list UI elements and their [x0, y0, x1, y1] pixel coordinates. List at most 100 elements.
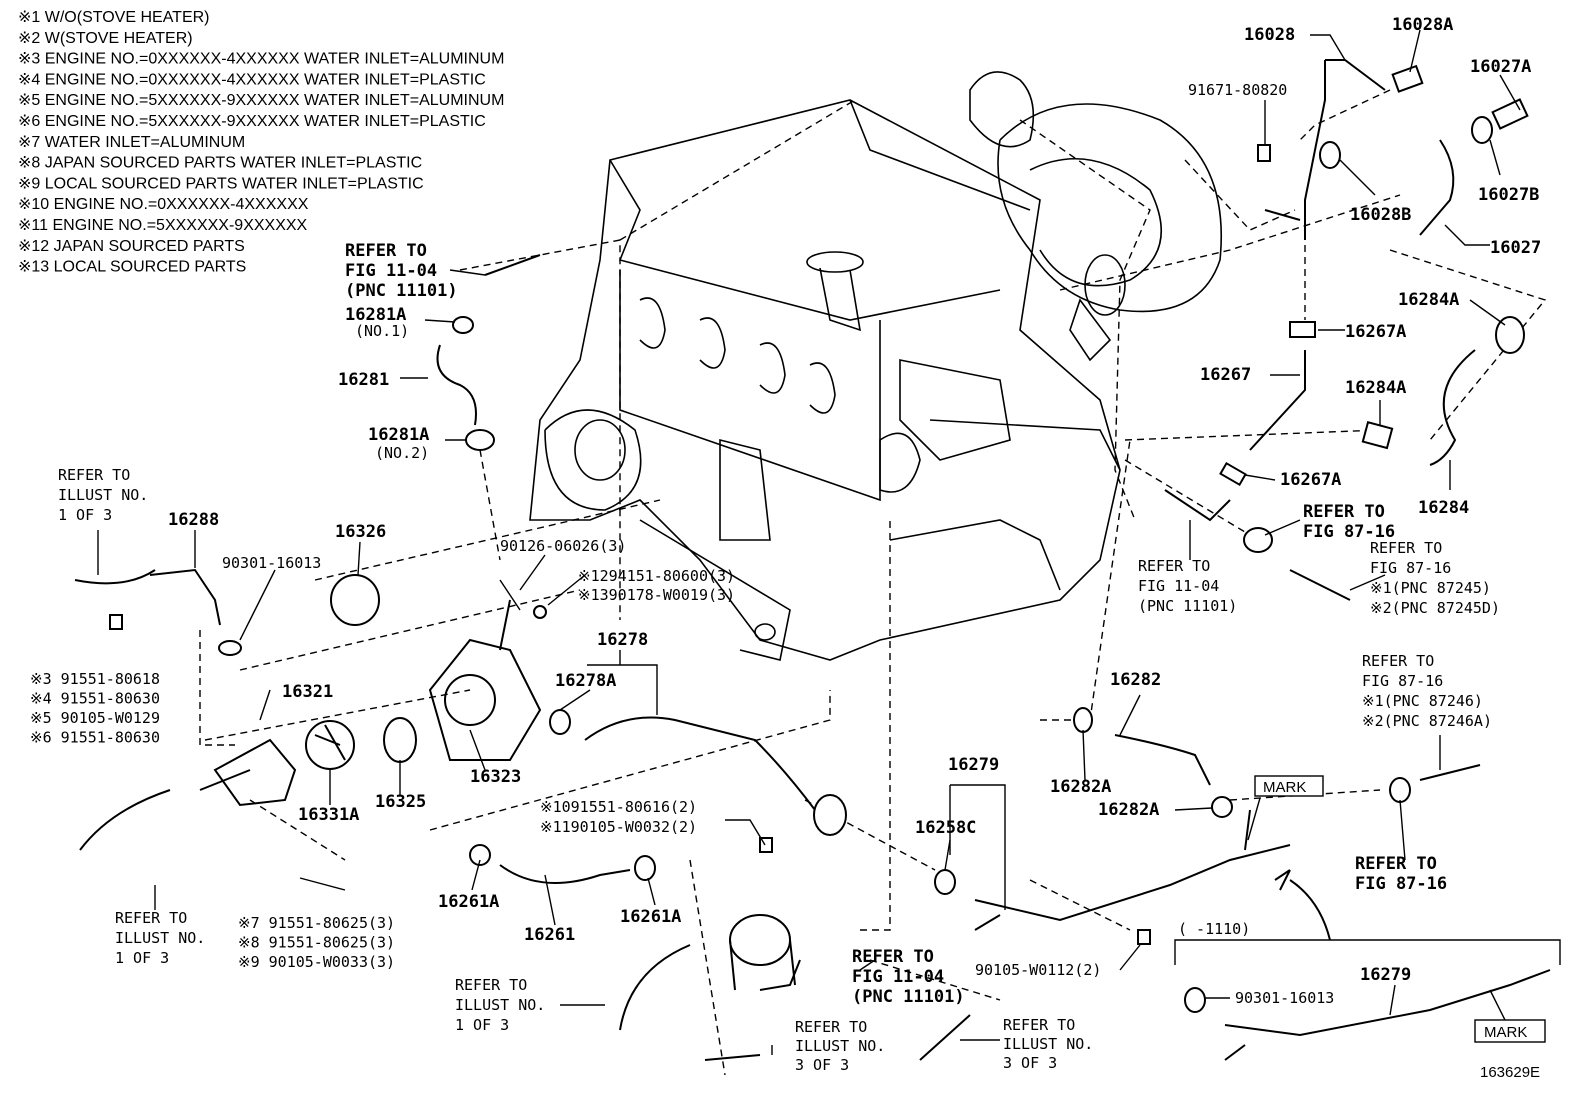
refer-callout-line: REFER TO	[455, 976, 527, 994]
note-line: ※4 ENGINE NO.=0XXXXXX-4XXXXXX WATER INLE…	[18, 71, 486, 88]
parts	[74, 59, 1561, 1061]
note-line: ※6 ENGINE NO.=5XXXXXX-9XXXXXX WATER INLE…	[18, 113, 486, 130]
note-line: ※10 ENGINE NO.=0XXXXXX-4XXXXXX	[18, 196, 309, 213]
label-91551-80616: ※1091551-80616(2)	[540, 798, 697, 816]
label-16027B: 16027B	[1478, 185, 1539, 205]
label-16279-inset: 16279	[1360, 965, 1411, 985]
refer-callout-line: FIG 11-04	[852, 967, 944, 987]
label-16281A-no2-sub: (NO.2)	[375, 444, 429, 462]
refer-callout-line: FIG 11-04	[1138, 577, 1219, 595]
refer-callout-line: ILLUST NO.	[795, 1037, 885, 1055]
note-line: ※8 JAPAN SOURCED PARTS WATER INLET=PLAST…	[18, 155, 422, 172]
label-16027: 16027	[1490, 238, 1541, 258]
leader-lines	[97, 29, 1521, 1055]
label-90301-16013-top: 90301-16013	[222, 554, 321, 572]
label-16281A-no1-sub: (NO.1)	[355, 322, 409, 340]
label-16284A-mid: 16284A	[1345, 378, 1406, 398]
refer-callout-line: REFER TO	[58, 466, 130, 484]
label-16326: 16326	[335, 522, 386, 542]
mark-box-1: MARK	[1254, 775, 1324, 797]
bolt-list-left-item: ※4 91551-80630	[30, 690, 160, 708]
note-line: ※7 WATER INLET=ALUMINUM	[18, 134, 245, 151]
label-94151-80600: ※1294151-80600(3)	[578, 567, 735, 585]
note-line: ※1 W/O(STOVE HEATER)	[18, 9, 210, 26]
refer-callout-line: REFER TO	[1003, 1016, 1075, 1034]
label-16331A: 16331A	[298, 805, 359, 825]
refer-callout-line: ※1(PNC 87246)	[1362, 692, 1483, 710]
label-16261: 16261	[524, 925, 575, 945]
label-16321: 16321	[282, 682, 333, 702]
label-16325: 16325	[375, 792, 426, 812]
refer-callout-line: FIG 87-16	[1355, 874, 1447, 894]
label-90301-16013-inset: 90301-16013	[1235, 989, 1334, 1007]
refer-callout-line: FIG 87-16	[1370, 559, 1451, 577]
refer-callout-line: REFER TO	[1355, 854, 1437, 874]
refer-callout-line: 1 OF 3	[58, 506, 112, 524]
label-16028: 16028	[1244, 25, 1295, 45]
refer-callout-line: 3 OF 3	[1003, 1054, 1057, 1072]
refer-callout-line: REFER TO	[1362, 652, 1434, 670]
label-90126-06026: 90126-06026(3)	[500, 537, 626, 555]
label-90105-W0112: 90105-W0112(2)	[975, 961, 1101, 979]
refer-callout-line: 3 OF 3	[795, 1056, 849, 1074]
refer-callout: REFER TO FIG 87-16 ※1(PNC 87246) ※2(PNC 872…	[1362, 652, 1492, 730]
mark-label-1: MARK	[1263, 779, 1306, 796]
label-16027A: 16027A	[1470, 57, 1531, 77]
refer-callout-line: REFER TO	[852, 947, 934, 967]
refer-callout-line: FIG 87-16	[1303, 522, 1395, 542]
refer-callout-line: REFER TO	[1138, 557, 1210, 575]
dashed-guide-lines	[199, 89, 1547, 1076]
refer-callout-line: 1 OF 3	[115, 949, 169, 967]
label-16028A: 16028A	[1392, 15, 1453, 35]
label-16284A-top: 16284A	[1398, 290, 1459, 310]
bolt-list-bottom-item: ※8 91551-80625(3)	[238, 934, 395, 952]
label-16278A: 16278A	[555, 671, 616, 691]
label-16267A-bottom: 16267A	[1280, 470, 1341, 490]
label-16028B: 16028B	[1350, 205, 1411, 225]
label-16267A-top: 16267A	[1345, 322, 1406, 342]
refer-callout-line: (PNC 11101)	[345, 281, 458, 301]
label-16261A-left: 16261A	[438, 892, 499, 912]
refer-callout-line: FIG 87-16	[1362, 672, 1443, 690]
note-line: ※13 LOCAL SOURCED PARTS	[18, 259, 246, 276]
label-90178-W0019: ※1390178-W0019(3)	[578, 586, 735, 604]
label-16323: 16323	[470, 767, 521, 787]
bolt-list-bottom-item: ※7 91551-80625(3)	[238, 914, 395, 932]
mark-label-2: MARK	[1484, 1024, 1527, 1041]
engine-block-outline	[529, 71, 1223, 661]
note-line: ※5 ENGINE NO.=5XXXXXX-9XXXXXX WATER INLE…	[18, 92, 504, 109]
label-range: ( -1110)	[1178, 920, 1250, 938]
figure-id: 163629E	[1480, 1064, 1540, 1081]
refer-callout-line: REFER TO	[345, 241, 427, 261]
bolt-list-left-item: ※3 91551-80618	[30, 670, 160, 688]
bolt-list-bottom-item: ※9 90105-W0033(3)	[238, 953, 395, 971]
note-line: ※2 W(STOVE HEATER)	[18, 30, 193, 47]
note-line: ※3 ENGINE NO.=0XXXXXX-4XXXXXX WATER INLE…	[18, 51, 504, 68]
label-16279: 16279	[948, 755, 999, 775]
refer-callout-line: ※2(PNC 87246A)	[1362, 712, 1492, 730]
label-16278: 16278	[597, 630, 648, 650]
notes-legend: ※1 W/O(STOVE HEATER) ※2 W(STOVE HEATER) ※3…	[18, 9, 504, 276]
label-16267: 16267	[1200, 365, 1251, 385]
bolt-list-bottom: ※7 91551-80625(3) ※8 91551-80625(3)※9 901…	[238, 914, 395, 971]
label-91671-80820: 91671-80820	[1188, 81, 1287, 99]
refer-callout-line: REFER TO	[795, 1018, 867, 1036]
refer-callout-line: REFER TO	[1303, 502, 1385, 522]
label-16282: 16282	[1110, 670, 1161, 690]
label-16281A-no2: 16281A	[368, 425, 429, 445]
label-16288: 16288	[168, 510, 219, 530]
label-16282A-left: 16282A	[1050, 777, 1111, 797]
